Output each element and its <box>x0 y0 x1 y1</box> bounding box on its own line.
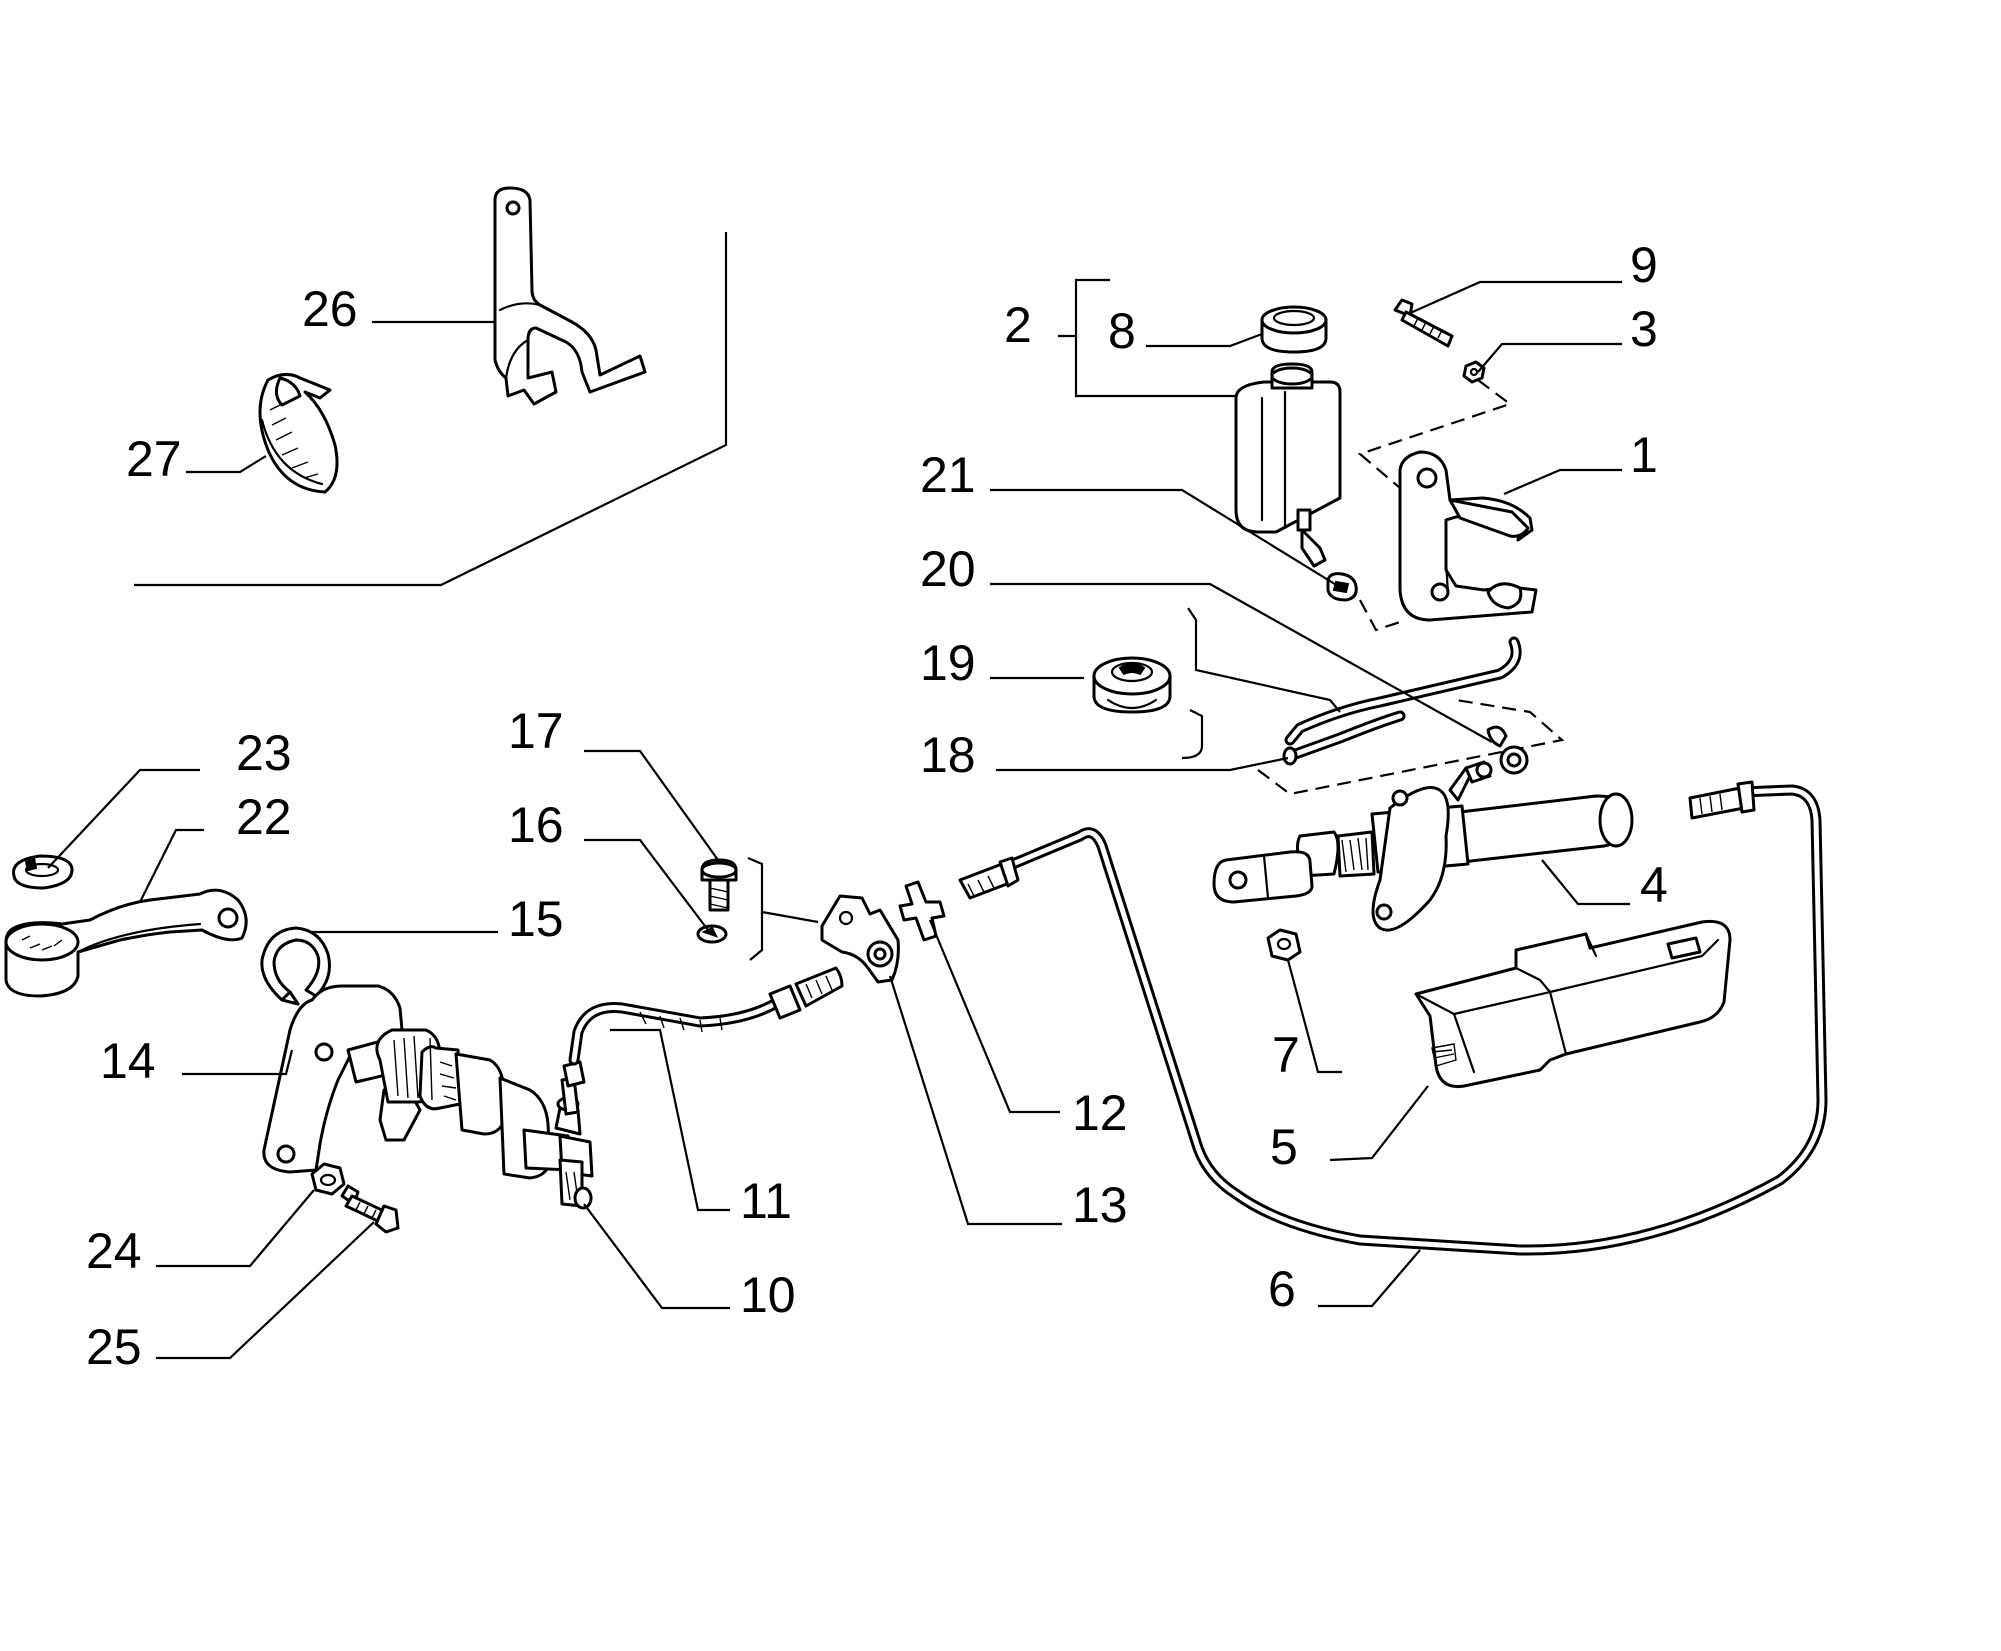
callout-13: 13 <box>1072 1177 1128 1233</box>
callout-14: 14 <box>100 1033 156 1089</box>
part-5-pedal-cover <box>1414 919 1732 1089</box>
callout-3: 3 <box>1630 301 1658 357</box>
part-21-hose-clip <box>1326 572 1358 602</box>
part-6-fitting-left <box>958 856 1020 900</box>
part-7-nut <box>1266 928 1302 962</box>
part-9-screw <box>1393 298 1454 348</box>
callout-1: 1 <box>1630 427 1658 483</box>
callout-17: 17 <box>508 703 564 759</box>
callout-9: 9 <box>1630 237 1658 293</box>
part-4-master-cylinder <box>1212 760 1634 932</box>
callout-8: 8 <box>1108 303 1136 359</box>
group-bracket-16-17 <box>747 856 819 961</box>
group-bracket-18-20 <box>1181 607 1341 760</box>
part-12-retaining-clip <box>898 880 946 942</box>
assembly-dashed-lines <box>1257 379 1565 796</box>
part-1-mounting-bracket <box>1398 450 1538 622</box>
leader-lines <box>47 278 1630 1360</box>
part-11-flexible-hose <box>560 966 844 1116</box>
callout-6: 6 <box>1268 1261 1296 1317</box>
callout-2: 2 <box>1004 297 1032 353</box>
part-26-bracket-clamp <box>493 186 647 406</box>
part-16-washer <box>696 924 728 944</box>
part-15-snap-ring <box>260 926 331 1006</box>
part-23-circlip <box>12 854 74 890</box>
callout-20: 20 <box>920 541 976 597</box>
callout-7: 7 <box>1272 1027 1300 1083</box>
callout-16: 16 <box>508 797 564 853</box>
part-3-nut <box>1462 360 1486 384</box>
part-6-fitting-right <box>1688 780 1756 820</box>
callout-5: 5 <box>1270 1119 1298 1175</box>
part-6-hydraulic-line <box>1002 784 1828 1256</box>
callout-4: 4 <box>1640 857 1668 913</box>
callout-24: 24 <box>86 1223 142 1279</box>
callout-23: 23 <box>236 725 292 781</box>
part-8-reservoir-cap <box>1260 305 1328 354</box>
callout-26: 26 <box>302 281 358 337</box>
callout-21: 21 <box>920 447 976 503</box>
callout-labels: 1 2 3 4 5 6 7 8 9 10 11 12 13 14 15 16 1… <box>86 237 1668 1375</box>
part-25-bolt <box>340 1184 400 1234</box>
inset-frame <box>134 232 728 587</box>
callout-15: 15 <box>508 891 564 947</box>
part-20-clip <box>1486 725 1529 775</box>
part-19-grommet <box>1092 656 1172 714</box>
part-18-hose <box>1282 710 1406 766</box>
callout-25: 25 <box>86 1319 142 1375</box>
part-2-fluid-reservoir <box>1234 362 1342 568</box>
callout-12: 12 <box>1072 1085 1128 1141</box>
callout-10: 10 <box>740 1267 796 1323</box>
part-17-screw <box>700 858 738 912</box>
part-20-feed-hose <box>1284 636 1522 746</box>
part-22-release-lever <box>4 888 248 998</box>
callout-18: 18 <box>920 727 976 783</box>
callout-22: 22 <box>236 789 292 845</box>
callout-27: 27 <box>126 431 182 487</box>
part-24-nut <box>310 1162 346 1196</box>
callout-19: 19 <box>920 635 976 691</box>
part-27-hose-clamp <box>258 373 339 494</box>
callout-11: 11 <box>740 1173 792 1229</box>
